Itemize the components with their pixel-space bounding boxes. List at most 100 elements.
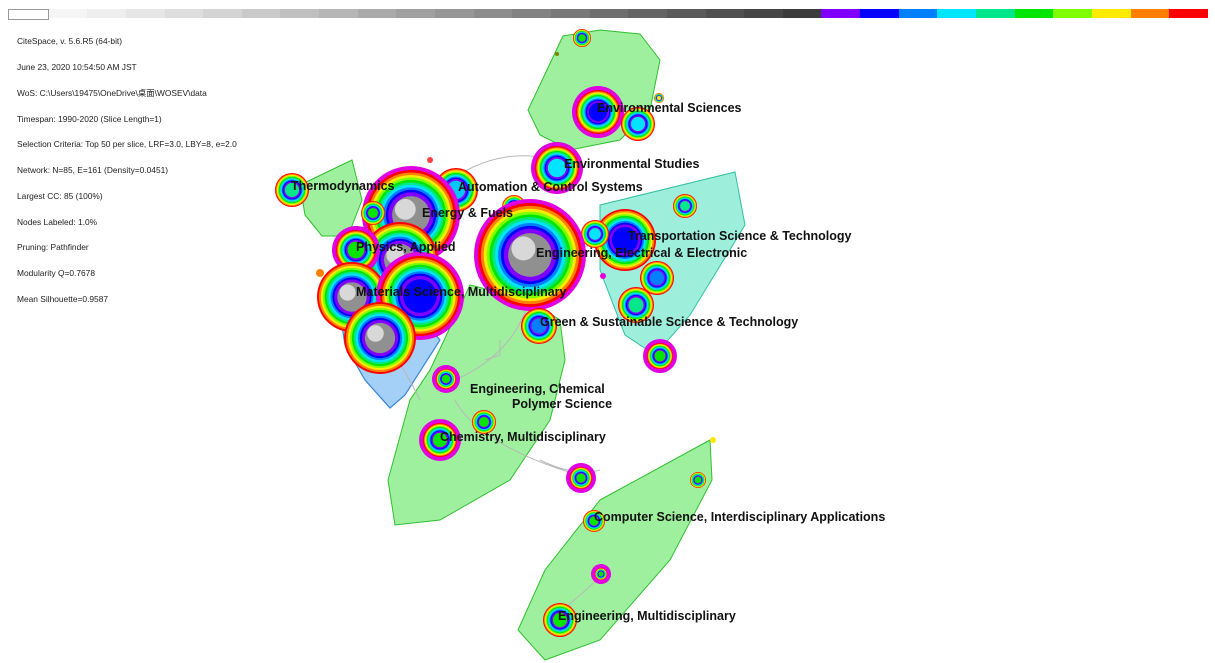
subject-node[interactable] [316,269,324,277]
node-core [654,350,666,362]
node-label[interactable]: Environmental Studies [564,157,699,171]
subject-node[interactable] [521,308,557,344]
cluster-hull[interactable] [387,284,566,526]
node-core [589,516,599,526]
time-slice-swatch [1130,9,1170,18]
node-core [432,432,448,448]
time-slice-swatch [898,9,938,18]
info-line: Nodes Labeled: 1.0% [17,216,98,227]
time-slice-swatch [357,9,397,18]
subject-node[interactable] [361,201,385,225]
node-dot [427,157,433,163]
node-dot [600,273,606,279]
node-labels: Environmental Sciences Environmental Stu… [291,101,885,623]
info-line: Pruning: Pathfinder [17,242,89,253]
node-label[interactable]: Engineering, Electrical & Electronic [536,246,747,260]
time-slice-swatch [628,9,667,18]
node-core [347,241,365,259]
node-core [552,612,568,628]
time-slice-swatch [241,9,281,18]
time-slice-swatch [937,9,977,18]
info-line: WoS: C:\Users\19475\OneDrive\桌面\WOSEV\da… [17,87,207,98]
subject-node[interactable] [640,261,674,295]
node-label[interactable]: Thermodynamics [291,179,395,193]
subject-node[interactable] [543,603,577,637]
time-slice-swatch [396,9,436,18]
node-label[interactable]: Engineering, Multidisciplinary [558,609,736,623]
node-core [441,374,451,384]
time-slice-swatch [821,9,861,18]
node-label[interactable]: Polymer Science [512,397,612,411]
node-core [576,473,586,483]
subject-node[interactable] [581,220,609,248]
node-core [611,226,639,254]
subject-node[interactable] [566,463,596,493]
node-core [589,228,601,240]
subject-node[interactable] [344,302,416,374]
node-core-highlight [339,284,356,301]
subject-node[interactable] [600,273,606,279]
time-slice-swatch [319,9,358,18]
time-slice-swatch [1091,9,1131,18]
subject-node[interactable] [690,472,706,488]
info-line: Timespan: 1990-2020 (Slice Length=1) [17,113,162,124]
node-layer [275,29,716,637]
node-core-highlight [367,325,384,342]
time-slice-swatch [744,9,783,18]
time-slice-swatch [782,9,822,18]
subject-node[interactable] [673,194,697,218]
subject-node[interactable] [591,564,611,584]
node-label[interactable]: Automation & Control Systems [458,180,643,194]
node-label[interactable]: Physics, Applied [356,240,456,254]
node-label[interactable]: Energy & Fuels [422,206,513,220]
node-core [649,270,665,286]
time-slice-swatch [550,9,590,18]
subject-node[interactable] [621,107,655,141]
node-label[interactable]: Green & Sustainable Science & Technology [540,315,798,329]
node-core [628,297,644,313]
subject-node[interactable] [427,157,433,163]
subject-node[interactable] [474,199,586,311]
node-label[interactable]: Transportation Science & Technology [628,229,851,243]
subject-node[interactable] [275,173,309,207]
subject-node[interactable] [432,365,460,393]
subject-node[interactable] [555,52,559,56]
subject-node[interactable] [583,510,605,532]
subject-node[interactable] [573,29,591,47]
subject-node[interactable] [643,339,677,373]
time-slice-swatch [435,9,474,18]
subject-node[interactable] [654,93,664,103]
node-label[interactable]: Computer Science, Interdisciplinary Appl… [594,510,885,524]
subject-node[interactable] [618,287,654,323]
node-core [656,95,662,101]
node-dot [316,269,324,277]
node-label[interactable]: Chemistry, Multidisciplinary [440,430,606,444]
info-line: Network: N=85, E=161 (Density=0.0451) [17,165,169,176]
subject-node[interactable] [710,437,716,443]
node-core [367,207,379,219]
node-core [598,571,604,577]
subject-node[interactable] [332,226,380,274]
time-slice-swatch [125,9,165,18]
subject-node[interactable] [572,86,624,138]
info-line: Modularity Q=0.7678 [17,268,95,279]
cluster-hull[interactable] [299,159,363,237]
node-core [694,476,702,484]
time-slice-swatch [48,9,88,18]
time-slice-swatch [1014,9,1054,18]
subject-node[interactable] [472,410,496,434]
time-slice-swatch [280,9,320,18]
node-label[interactable]: Materials Science, Multidisciplinary [356,285,567,299]
time-slice-swatch [1053,9,1092,18]
subject-node[interactable] [531,142,583,194]
time-slice-color-bar [8,9,1208,20]
subject-node[interactable] [419,419,461,461]
time-slice-swatch [8,9,49,20]
node-dot [555,52,559,56]
node-label[interactable]: Environmental Sciences [597,101,742,115]
node-label[interactable]: Engineering, Chemical [470,382,605,396]
info-line: Selection Criteria: Top 50 per slice, LR… [17,139,237,150]
node-core [478,416,490,428]
subject-node[interactable] [594,209,656,271]
